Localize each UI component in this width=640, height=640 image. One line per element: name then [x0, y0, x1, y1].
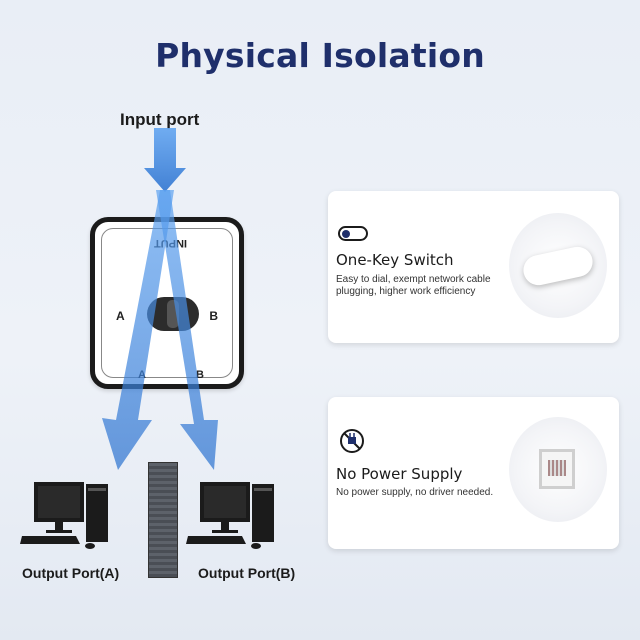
rj45-port-image — [509, 417, 607, 522]
input-port-label: Input port — [120, 110, 200, 129]
output-port-b-label: Output Port(B) — [198, 565, 296, 581]
isolation-divider — [148, 462, 178, 578]
feature-card-no-power-supply: No Power Supply No power supply, no driv… — [328, 397, 619, 549]
switch-pill-shape — [520, 244, 596, 288]
device-face: INPUT A B A B — [101, 228, 233, 381]
switch-device: INPUT A B A B — [90, 217, 244, 389]
device-port-b-bottom-label: B — [196, 369, 204, 381]
feature-title: One-Key Switch — [336, 251, 454, 269]
toggle-switch-icon — [338, 226, 368, 241]
feature-description: No power supply, no driver needed. — [336, 487, 494, 498]
selector-knob[interactable] — [147, 297, 199, 331]
input-arrow — [144, 128, 186, 192]
device-port-a-label: A — [116, 309, 125, 323]
feature-card-one-key-switch: One-Key Switch Easy to dial, exempt netw… — [328, 191, 619, 343]
feature-title: No Power Supply — [336, 465, 463, 483]
switch-closeup-image — [509, 213, 607, 318]
device-port-a-bottom-label: A — [138, 369, 146, 381]
rj45-port-icon — [539, 449, 575, 489]
computer-a-icon — [20, 482, 108, 549]
page-title: Physical Isolation — [155, 36, 485, 75]
computer-b-icon — [186, 482, 274, 549]
output-port-a-label: Output Port(A) — [22, 565, 120, 581]
device-port-b-label: B — [209, 309, 218, 323]
feature-description: Easy to dial, exempt network cable plugg… — [336, 274, 491, 297]
no-power-plug-icon — [340, 429, 364, 453]
device-input-label: INPUT — [154, 237, 187, 249]
